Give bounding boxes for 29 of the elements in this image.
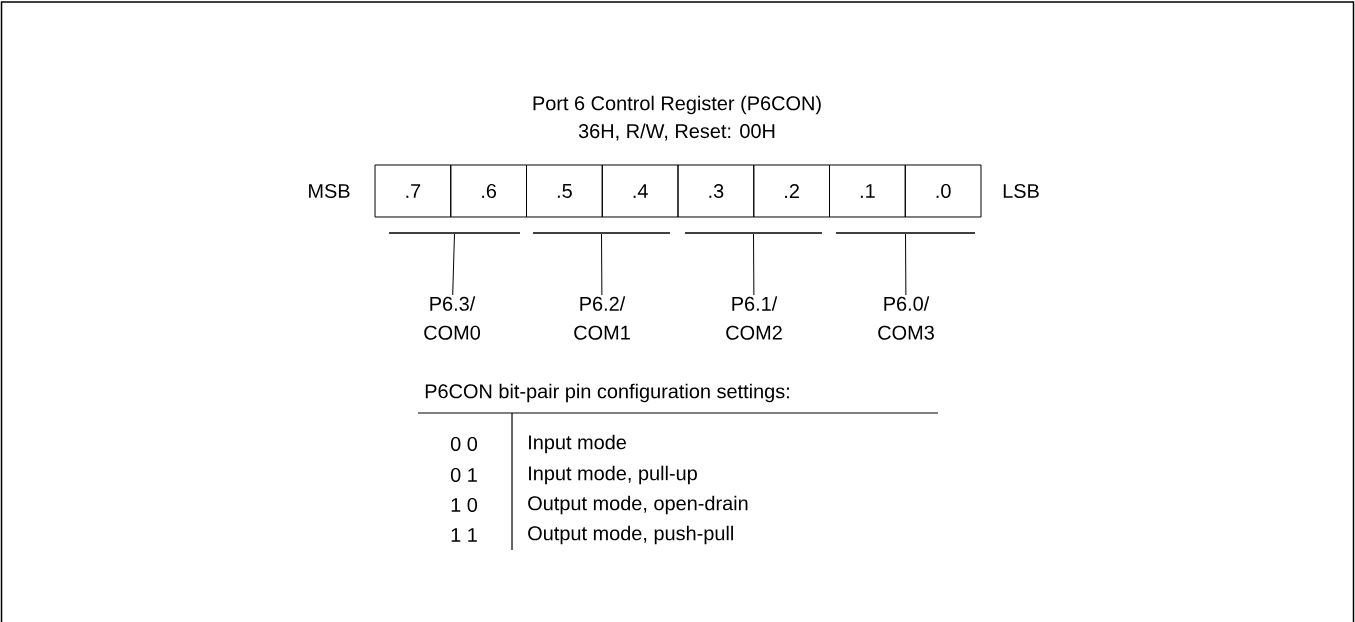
- bit-value: 1 0: [451, 497, 478, 513]
- lsb-label: LSB: [1003, 183, 1039, 199]
- table-heading: P6CON bit-pair pin configuration settings:: [425, 383, 789, 403]
- mode-text: Output mode, open-drain: [528, 495, 748, 515]
- bit-value: 0 1: [450, 467, 477, 483]
- register-title: Port 6 Control Register (P6CON): [533, 95, 821, 115]
- register-info: 36H, R/W, Reset: 00H: [578, 123, 775, 141]
- pin-label: P6.0/ COM3: [878, 296, 934, 340]
- bit-cell: .0: [904, 164, 982, 218]
- mode-text: Output mode, push-pull: [528, 525, 733, 545]
- connector-line: [601, 233, 603, 296]
- connector-line: [753, 233, 755, 296]
- pin-label: P6.2/ COM1: [574, 296, 630, 340]
- bit-cell: .5: [526, 164, 603, 218]
- pin-label: P6.1/ COM2: [726, 296, 782, 340]
- mode-text: Input mode: [529, 434, 626, 454]
- pin-label: P6.3/ COM0: [424, 296, 480, 340]
- bit-cell: .1: [829, 164, 906, 218]
- connector-line: [905, 233, 907, 296]
- connector-line: [452, 233, 455, 296]
- bit-value: 0 0: [450, 436, 478, 452]
- bit-cell: .2: [753, 164, 830, 218]
- bit-value: 1 1: [451, 528, 477, 542]
- bit-cell: .6: [450, 164, 527, 218]
- bit-cell: .3: [677, 164, 755, 218]
- bit-cell: .4: [601, 164, 679, 218]
- msb-label: MSB: [309, 183, 350, 199]
- mode-text: Input mode, pull-up: [529, 465, 697, 485]
- bit-cell: .7: [374, 164, 452, 218]
